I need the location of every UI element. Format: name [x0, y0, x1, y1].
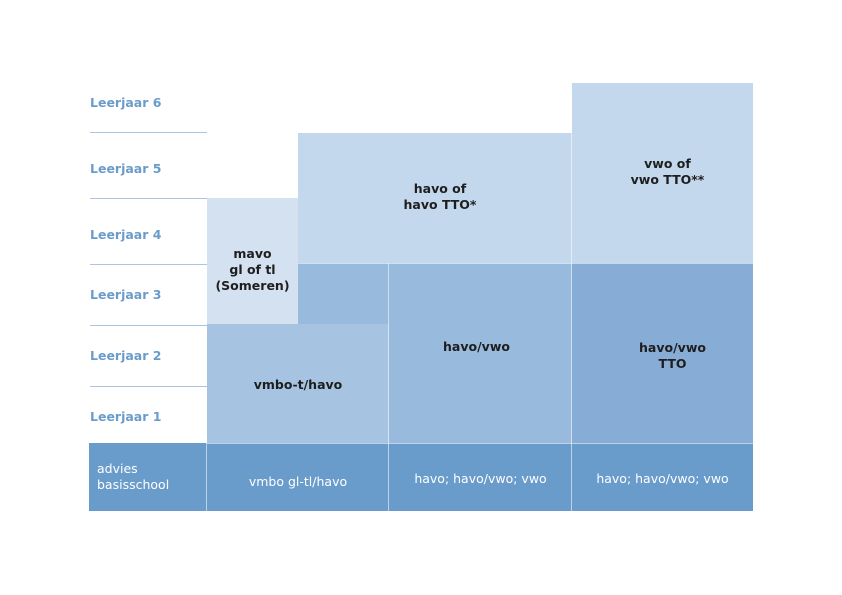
year-divider [90, 386, 207, 387]
year-divider [90, 325, 207, 326]
havo-tto-label: havo of havo TTO* [403, 181, 477, 212]
year-label-6: Leerjaar 6 [90, 95, 162, 110]
year-divider [90, 198, 207, 199]
havo-vwo-tto-block [572, 263, 753, 443]
row-divider [207, 443, 753, 444]
vmbo-t-havo-label: vmbo-t/havo [253, 377, 343, 392]
year-divider [90, 264, 207, 265]
havo-vwo-block [389, 263, 572, 443]
year-divider [90, 132, 207, 133]
year-label-5: Leerjaar 5 [90, 161, 162, 176]
advice-row [89, 443, 753, 511]
advice-col3: havo; havo/vwo; vwo [596, 471, 729, 486]
vwo-tto-block [572, 83, 753, 263]
year-label-2: Leerjaar 2 [90, 348, 162, 363]
year-label-4: Leerjaar 4 [90, 227, 162, 242]
advice-row-label: advies basisschool [97, 461, 170, 492]
havo-vwo-upper-block [298, 263, 389, 324]
advice-col2: havo; havo/vwo; vwo [414, 471, 547, 486]
vwo-tto-label: vwo of vwo TTO** [630, 156, 705, 187]
column-divider [388, 263, 389, 511]
advice-col1: vmbo gl-tl/havo [248, 474, 348, 489]
column-divider [206, 443, 207, 511]
year-label-3: Leerjaar 3 [90, 287, 162, 302]
mavo-label: mavo gl of tl (Someren) [215, 246, 290, 293]
vmbo-t-havo-block [207, 324, 389, 443]
havo-vwo-label: havo/vwo [443, 339, 510, 354]
row-divider [298, 263, 753, 264]
havo-tto-block [298, 133, 572, 263]
year-label-1: Leerjaar 1 [90, 409, 162, 424]
mavo-block [207, 198, 298, 324]
column-divider [571, 83, 572, 511]
havo-vwo-tto-label: havo/vwo TTO [639, 340, 706, 371]
